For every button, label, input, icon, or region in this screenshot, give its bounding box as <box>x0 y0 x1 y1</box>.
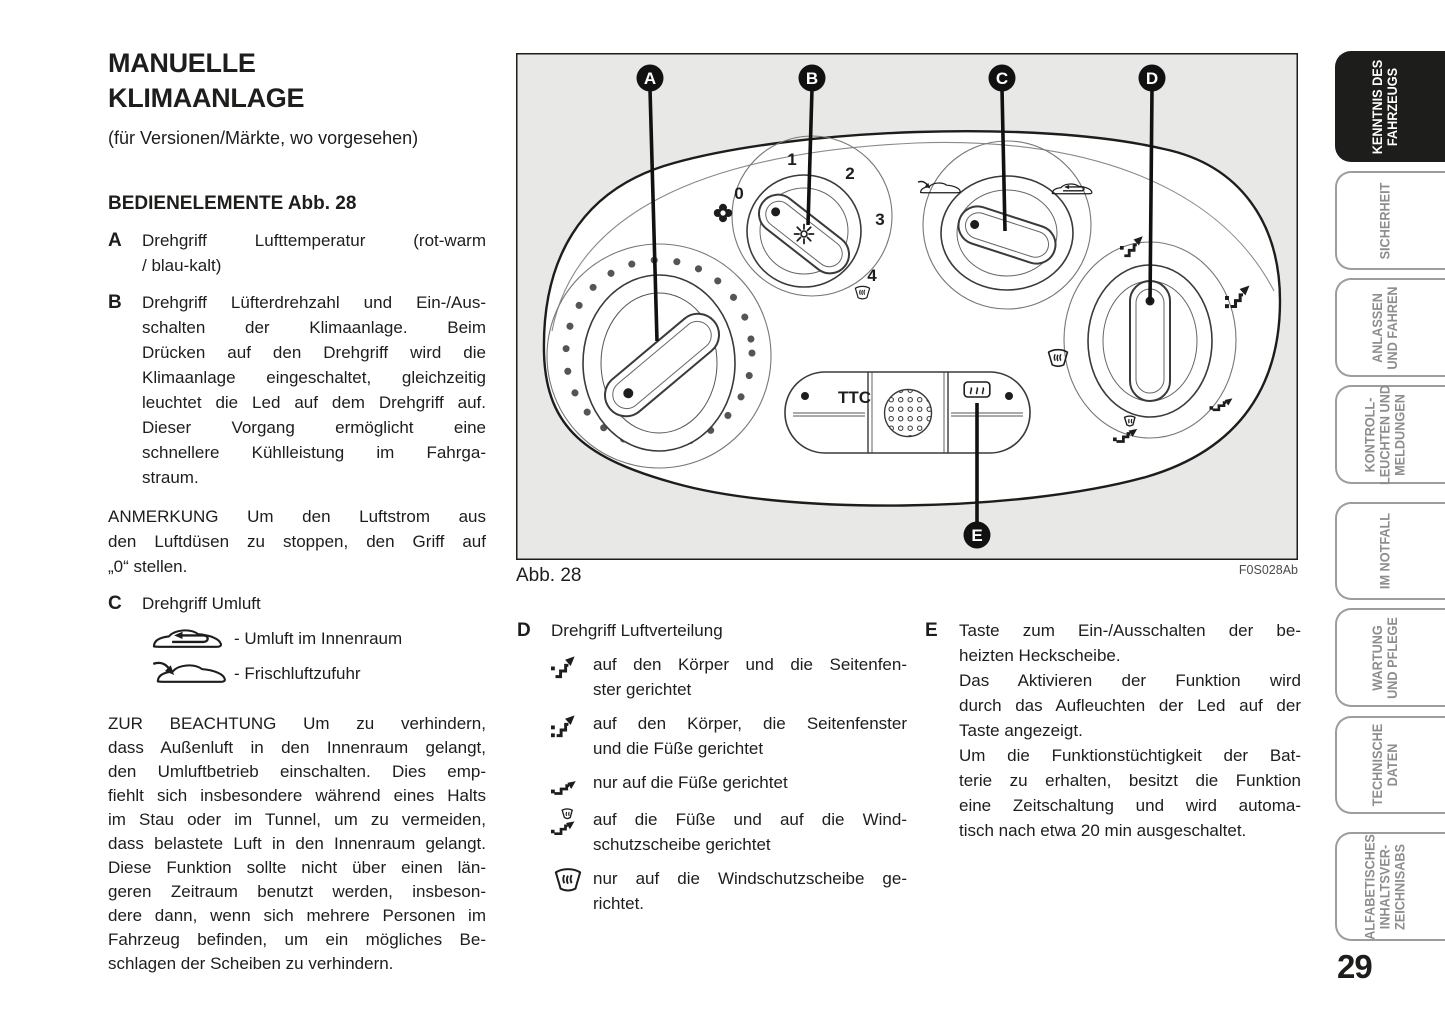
panel-inner-contour <box>551 141 1275 332</box>
label-c: C <box>996 69 1008 88</box>
vent-entry: nur auf die Füße gerichtet <box>551 770 907 798</box>
figure-code: F0S028Ab <box>1238 563 1298 577</box>
vent-body-icon <box>551 652 593 702</box>
callout-lines <box>648 88 1154 523</box>
scale-1: 1 <box>787 150 796 169</box>
vent-body-feet-icon <box>551 711 593 761</box>
figure-drawing: 0 1 2 3 4 <box>516 53 1298 560</box>
item-text: Taste zum Ein-/Ausschalten der be-heizte… <box>959 621 1301 840</box>
middle-text-column: D Drehgriff Luftverteilung auf den Körpe… <box>517 618 907 916</box>
item-letter: B <box>108 292 122 313</box>
vent-feet-windshield-icon <box>551 807 593 857</box>
ttc-led <box>801 392 809 400</box>
label-b: B <box>806 69 818 88</box>
option-label: - Frischluftzufuhr <box>234 663 361 683</box>
option-label: - Umluft im Innenraum <box>234 628 403 648</box>
recirculation-knob <box>918 175 1092 291</box>
item-text: Drehgriff Lufttemperatur (rot-warm/ blau… <box>142 231 486 275</box>
item-letter: E <box>925 620 938 641</box>
left-text-column: MANUELLE KLIMAANLAGE (für Versionen/Märk… <box>108 46 486 976</box>
page-title: MANUELLE KLIMAANLAGE <box>108 48 305 113</box>
vent-entry: nur auf die Windschutzscheibe ge-richtet… <box>551 866 907 916</box>
vent-entry-text: nur auf die Windschutzscheibe ge-richtet… <box>593 869 907 913</box>
scale-0: 0 <box>734 184 743 203</box>
page-subtitle: (für Versionen/Märkte, wo vorgesehen) <box>108 128 419 148</box>
list-item-c: C Drehgriff Umluft <box>108 591 486 616</box>
item-text: Drehgriff Luftverteilung <box>551 621 723 640</box>
list-item-e: E Taste zum Ein-/Ausschalten der be-heiz… <box>925 618 1301 843</box>
page-number: 29 <box>1337 948 1373 985</box>
windshield-icon <box>551 866 593 916</box>
right-text-column: E Taste zum Ein-/Ausschalten der be-heiz… <box>925 618 1301 843</box>
ttc-button-label: TTC <box>838 388 871 407</box>
button-cluster: TTC <box>784 371 1031 454</box>
vent-entry-text: auf den Körper und die Seitenfen-ster ge… <box>593 655 907 699</box>
recirculation-car-icon <box>150 625 234 651</box>
scale-4: 4 <box>867 266 877 285</box>
list-item-a: A Drehgriff Lufttemperatur (rot-warm/ bl… <box>108 228 486 278</box>
snowflake-icon <box>795 225 814 244</box>
vent-entry-text: auf die Füße und auf die Wind-schutzsche… <box>593 810 907 854</box>
section-heading: BEDIENELEMENTE Abb. 28 <box>108 193 357 214</box>
item-letter: A <box>108 230 122 251</box>
vent-feet-icon <box>551 770 593 798</box>
label-e: E <box>971 526 982 545</box>
item-text: Drehgriff Lüfterdrehzahl und Ein-/Aus-sc… <box>142 293 486 487</box>
callout-labels: A B C D E <box>636 64 1166 549</box>
label-d: D <box>1146 69 1158 88</box>
fresh-air-car-icon <box>150 660 234 686</box>
list-item-b: B Drehgriff Lüfterdrehzahl und Ein-/Aus-… <box>108 290 486 490</box>
item-letter: D <box>517 620 531 641</box>
scale-3: 3 <box>875 210 884 229</box>
list-item-d: D Drehgriff Luftverteilung <box>517 618 907 643</box>
label-a: A <box>644 69 656 88</box>
vent-entry-text: nur auf die Füße gerichtet <box>593 773 788 792</box>
warning-paragraph: ZUR BEACHTUNG Um zu verhindern,dass Auße… <box>108 714 486 973</box>
vent-entry: auf die Füße und auf die Wind-schutzsche… <box>551 807 907 857</box>
speaker-grille <box>883 388 933 438</box>
climate-control-figure: 0 1 2 3 4 <box>516 53 1298 560</box>
recirculation-option-row: - Umluft im Innenraum <box>150 625 486 651</box>
item-letter: C <box>108 593 122 614</box>
item-text: Drehgriff Umluft <box>142 594 261 613</box>
fresh-air-option-row: - Frischluftzufuhr <box>150 660 486 686</box>
temperature-knob <box>562 256 756 452</box>
scale-2: 2 <box>845 164 854 183</box>
vent-entry: auf den Körper und die Seitenfen-ster ge… <box>551 652 907 702</box>
fan-speed-knob: 0 1 2 3 4 <box>714 150 885 299</box>
sidebar-tab-im-notfall: IM NOTFALL <box>1335 502 1445 600</box>
sidebar-tab-sicherheit: SICHERHEIT <box>1335 171 1445 270</box>
figure-caption: Abb. 28 <box>516 565 582 586</box>
defrost-led <box>1005 392 1013 400</box>
